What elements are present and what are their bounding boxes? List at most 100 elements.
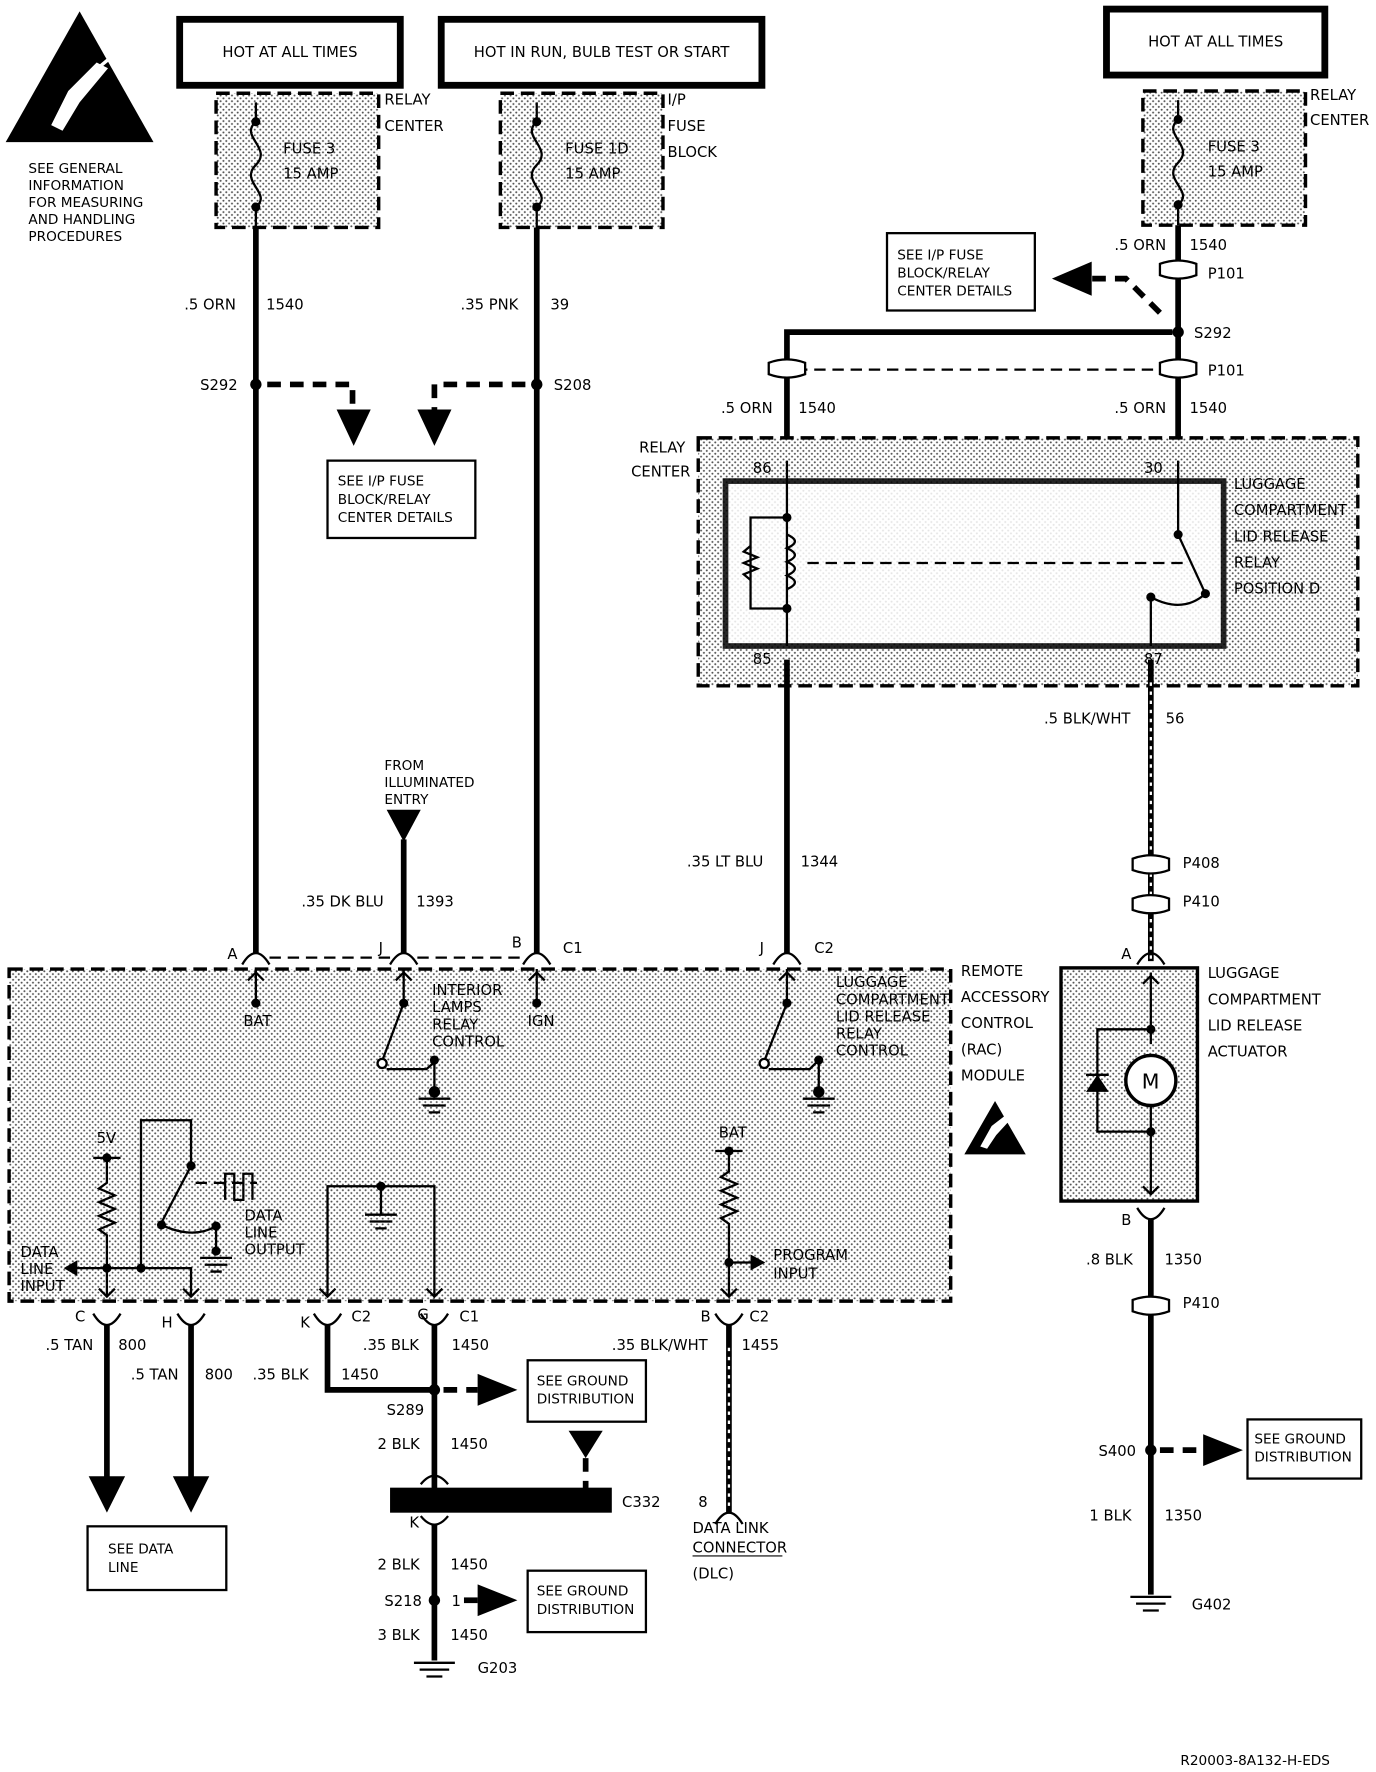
rac-pin-j1: J: [378, 940, 383, 957]
rac-data-line-output: LINE: [244, 1224, 277, 1241]
see-ground-box-2: SEE GROUND DISTRIBUTION: [526, 1569, 648, 1634]
wire-orn-relay-30-circuit: 1540: [1190, 400, 1228, 417]
wire-blk2-b-gauge: 2 BLK: [378, 1557, 420, 1574]
rac-pin-c2: C2: [814, 940, 834, 957]
connector-p410-top-label: P410: [1183, 893, 1220, 910]
wire-orn-right-top-gauge: .5 ORN: [1114, 237, 1166, 254]
see-data-line-box: SEE DATA LINE: [86, 1525, 228, 1592]
rac-five-v: 5V: [97, 1130, 116, 1147]
rac-luggage-ctrl: LUGGAGE: [836, 974, 908, 991]
from-illuminated: ILLUMINATED: [384, 775, 474, 791]
wire-orn-left-gauge: .5 ORN: [184, 296, 236, 313]
fuse-left-name: FUSE 3: [283, 141, 335, 158]
doc-id: R20003-8A132-H-EDS: [1180, 1753, 1330, 1769]
rac-data-line-input: DATA: [20, 1244, 58, 1261]
dlc-name: DATA LINK: [693, 1520, 769, 1537]
wire-blk-1350-b-gauge: 1 BLK: [1089, 1508, 1131, 1525]
relay-name: POSITION D: [1234, 581, 1320, 598]
wire-blk-k-gauge: .35 BLK: [252, 1367, 309, 1384]
actuator-name: LID RELEASE: [1208, 1017, 1303, 1034]
actuator-pin-b: B: [1121, 1212, 1131, 1229]
wire-blk-1350-a-circuit: 1350: [1164, 1252, 1202, 1269]
wire-tan-h-gauge: .5 TAN: [131, 1367, 179, 1384]
rac-pin-b: B: [512, 934, 522, 951]
ground-g402-icon: [1130, 1595, 1172, 1612]
rac-program-input: PROGRAM: [773, 1247, 848, 1264]
wire-pnk-circuit: 39: [550, 296, 569, 313]
wire-blk2-a-gauge: 2 BLK: [378, 1436, 420, 1453]
fuse-mid-name: FUSE 1D: [565, 141, 628, 158]
wire-orn-relay-30-gauge: .5 ORN: [1114, 400, 1166, 417]
see-box-text: DISTRIBUTION: [1254, 1450, 1352, 1466]
fuse-right-name: FUSE 3: [1208, 138, 1260, 155]
relay-name: RELAY: [1234, 555, 1281, 572]
see-ip-fuse-box-left: SEE I/P FUSE BLOCK/RELAY CENTER DETAILS: [326, 459, 477, 540]
connector-c332: [390, 1474, 612, 1526]
relay-pin-30: 30: [1144, 460, 1163, 477]
dlc-pin: 8: [698, 1494, 707, 1511]
relay-name: LUGGAGE: [1234, 476, 1306, 493]
rac-pin-a: A: [227, 946, 237, 963]
actuator-name: COMPARTMENT: [1208, 991, 1322, 1008]
relay-luggage-lid-release: RELAY CENTER 86 30 85 87 LUGGAGE COMPART…: [631, 436, 1360, 688]
fuse-left-location: CENTER: [384, 118, 443, 135]
rac-luggage-ctrl: COMPARTMENT: [836, 991, 950, 1008]
rac-interior: INTERIOR: [432, 982, 502, 999]
fuse-right-rating: 15 AMP: [1208, 163, 1263, 180]
relay-name: COMPARTMENT: [1234, 502, 1348, 519]
wire-orn-relay-86-gauge: .5 ORN: [721, 400, 773, 417]
wire-tan-c-circuit: 800: [118, 1337, 146, 1354]
rac-name: (RAC): [961, 1041, 1002, 1058]
wire-blkwht-b-circuit: 1455: [741, 1337, 779, 1354]
rac-luggage-ctrl: RELAY: [836, 1025, 883, 1042]
wire-blkwht-56-gauge: .5 BLK/WHT: [1044, 710, 1131, 727]
header-hot-right-text: HOT AT ALL TIMES: [1148, 34, 1283, 51]
wire-blkwht-b-gauge: .35 BLK/WHT: [612, 1337, 709, 1354]
wire-tan-c-gauge: .5 TAN: [45, 1337, 93, 1354]
see-ground-box-1: SEE GROUND DISTRIBUTION: [526, 1359, 648, 1423]
see-box-text: SEE I/P FUSE: [338, 474, 424, 490]
header-hot-mid-text: HOT IN RUN, BULB TEST OR START: [474, 44, 731, 61]
see-box-text: CENTER DETAILS: [338, 510, 453, 526]
fuse-left-location: RELAY: [384, 92, 431, 109]
rac-name: REMOTE: [961, 963, 1023, 980]
actuator-name: ACTUATOR: [1208, 1044, 1288, 1061]
rac-pin-c1: C1: [563, 940, 583, 957]
rac-program-input: INPUT: [773, 1265, 818, 1282]
splice-s292-left: S292: [200, 377, 238, 394]
actuator-name: LUGGAGE: [1208, 965, 1280, 982]
esd-note-line: PROCEDURES: [28, 229, 122, 245]
see-box-text: SEE DATA: [108, 1542, 174, 1558]
splice-s218-pin: 1: [451, 1593, 460, 1610]
wire-blk3-gauge: 3 BLK: [378, 1627, 420, 1644]
connector-p410-bottom-label: P410: [1183, 1295, 1220, 1312]
wire-ltblu-circuit: 1344: [801, 854, 839, 871]
wire-blk2-b-circuit: 1450: [450, 1557, 488, 1574]
relay-location: RELAY: [639, 440, 686, 457]
fuse-right: FUSE 3 15 AMP RELAY CENTER: [1141, 87, 1369, 227]
wire-orn-relay-86-circuit: 1540: [798, 400, 836, 417]
wire-dkblu-circuit: 1393: [416, 893, 454, 910]
header-hot-left: HOT AT ALL TIMES: [176, 15, 404, 89]
wire-blk-1350-a-gauge: .8 BLK: [1086, 1252, 1133, 1269]
relay-pin-86: 86: [753, 460, 772, 477]
wire-blk-k-circuit: 1450: [341, 1367, 379, 1384]
rac-name: CONTROL: [961, 1015, 1034, 1032]
rac-data-line-input: INPUT: [20, 1278, 65, 1295]
connector-p101-top-label: P101: [1208, 266, 1245, 283]
rac-pin-c: C: [75, 1309, 85, 1326]
wire-blk3-circuit: 1450: [450, 1627, 488, 1644]
fuse-mid-location: FUSE: [668, 118, 706, 135]
rac-bat2: BAT: [719, 1124, 748, 1141]
rac-pin-g: G: [417, 1306, 428, 1323]
see-ground-box-3: SEE GROUND DISTRIBUTION: [1246, 1418, 1363, 1480]
actuator-pin-a: A: [1121, 946, 1131, 963]
wire-pnk-gauge: .35 PNK: [461, 296, 519, 313]
see-box-text: SEE I/P FUSE: [897, 247, 983, 263]
connector-p408: [1131, 854, 1171, 875]
see-box-text: DISTRIBUTION: [537, 1391, 635, 1407]
wire-blk-1350-b-circuit: 1350: [1164, 1508, 1202, 1525]
actuator-luggage-lid-release: M LUGGAGE COMPARTMENT LID RELEASE ACTUAT…: [1059, 965, 1322, 1203]
wire-dkblu-gauge: .35 DK BLU: [301, 893, 383, 910]
fuse-left-rating: 15 AMP: [283, 166, 338, 183]
